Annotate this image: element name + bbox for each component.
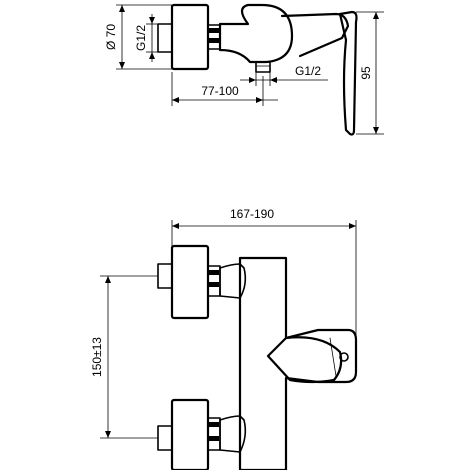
- top-view: Ø 70 G1/2 77-100 G1/2 95: [104, 3, 384, 136]
- front-handle-button: [339, 352, 349, 362]
- front-view: 167-190 150±13: [90, 207, 358, 470]
- dim-spacing-range-label: 77-100: [201, 84, 239, 98]
- top-eccentric-stub: [157, 23, 173, 53]
- front-valve-body: [238, 256, 358, 470]
- dim-height-label: 95: [359, 66, 373, 80]
- top-valve-body: [218, 3, 294, 64]
- top-outlet-stub: [255, 61, 271, 73]
- top-lever-handle: [280, 12, 350, 58]
- dim-diameter-label: Ø 70: [104, 24, 118, 50]
- top-nut: [207, 24, 221, 50]
- top-side-profile: [338, 10, 358, 136]
- dim-inlet-thread-label: G1/2: [134, 25, 148, 51]
- front-lever-handle: [266, 336, 343, 384]
- dim-width-range-label: 167-190: [230, 207, 274, 221]
- front-upper-connection: [157, 244, 247, 320]
- top-escutcheon: [170, 3, 210, 71]
- front-lower-connection: [157, 398, 247, 470]
- dim-outlet-thread-label: G1/2: [295, 64, 321, 78]
- dim-centres-label: 150±13: [90, 337, 104, 377]
